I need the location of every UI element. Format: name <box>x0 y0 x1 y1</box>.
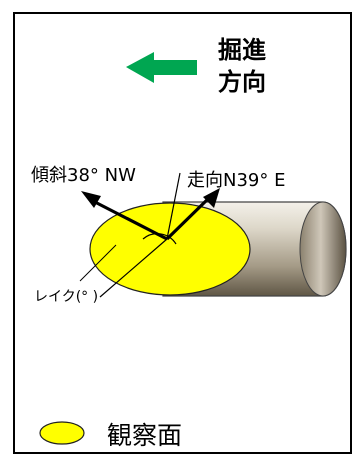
observation-face-ellipse <box>89 202 251 296</box>
legend-label: 観察面 <box>107 421 183 450</box>
excavation-direction-line-2: 方向 <box>218 68 266 96</box>
rake-label: レイク(° ) <box>34 289 99 305</box>
excavation-direction-line-1: 掘進 <box>218 36 266 64</box>
dip-label: 傾斜38° NW <box>31 165 136 186</box>
legend-swatch <box>39 421 85 445</box>
strike-dip-symbol <box>79 172 220 298</box>
strike-label: 走向N39° E <box>187 170 286 191</box>
excavation-direction-arrow <box>126 52 197 83</box>
excavation-direction-label: 掘進 方向 <box>218 34 266 98</box>
